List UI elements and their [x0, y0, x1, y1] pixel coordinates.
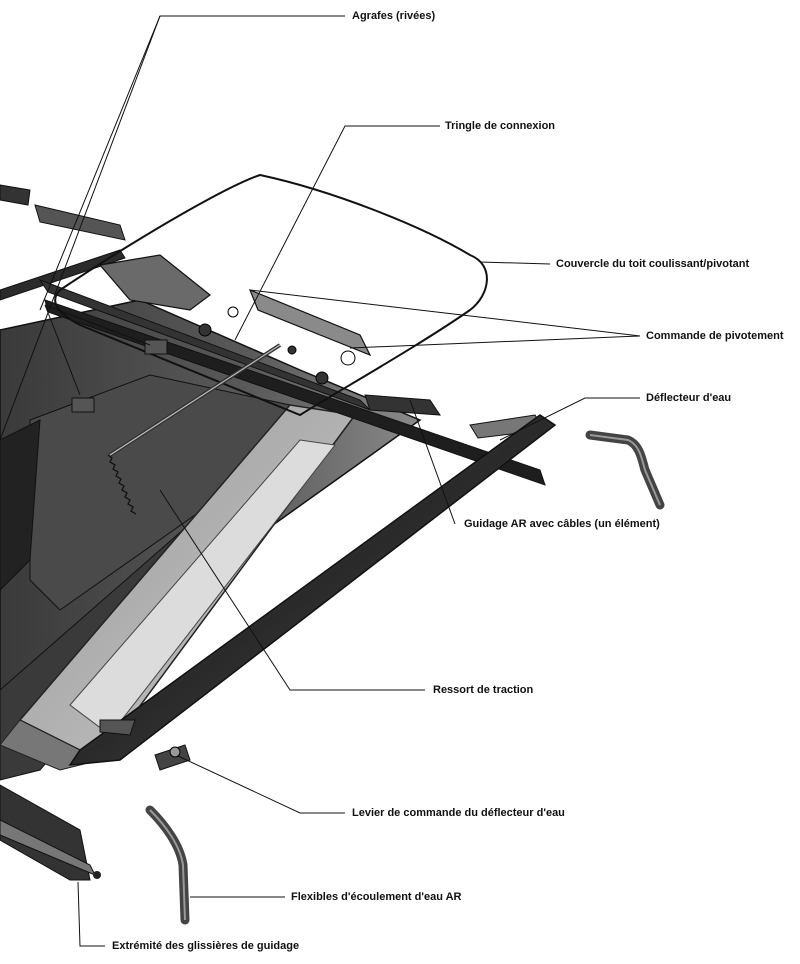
label-levier: Levier de commande du déflecteur d'eau [352, 807, 565, 819]
leader-extremite [77, 881, 105, 947]
deflector-lever [154, 744, 191, 771]
label-deflecteur: Déflecteur d'eau [646, 392, 732, 404]
leader-guidage [409, 399, 456, 525]
label-guidage: Guidage AR avec câbles (un élément) [464, 518, 660, 530]
leader-tringle [234, 125, 440, 341]
leader-commande [349, 335, 641, 349]
pivot-control [98, 254, 372, 385]
sliding-roof-cover [54, 173, 488, 417]
leader-ressort [159, 489, 425, 691]
label-extremite: Extrémité des glissières de guidage [112, 940, 300, 952]
drain-hose-bottom [145, 805, 190, 925]
label-couvercle: Couvercle du toit coulissant/pivotant [556, 258, 750, 270]
traction-spring [107, 454, 137, 515]
rear-guide [364, 394, 546, 439]
label-agrafes: Agrafes (rivées) [352, 10, 436, 22]
label-commande: Commande de pivotement [646, 330, 784, 342]
label-ressort: Ressort de traction [433, 684, 534, 696]
water-deflector [68, 414, 557, 766]
rivet-clips [71, 339, 168, 413]
leader-levier [177, 755, 345, 814]
leader-deflecteur [499, 397, 640, 441]
seal-frame [0, 404, 357, 771]
label-flexibles: Flexibles d'écoulement d'eau AR [291, 891, 462, 903]
guide-rail-ends [0, 784, 101, 881]
drain-hose-top [585, 430, 665, 510]
leader-couvercle [479, 261, 551, 265]
label-tringle: Tringle de connexion [445, 120, 556, 132]
leader-lines [0, 15, 641, 947]
